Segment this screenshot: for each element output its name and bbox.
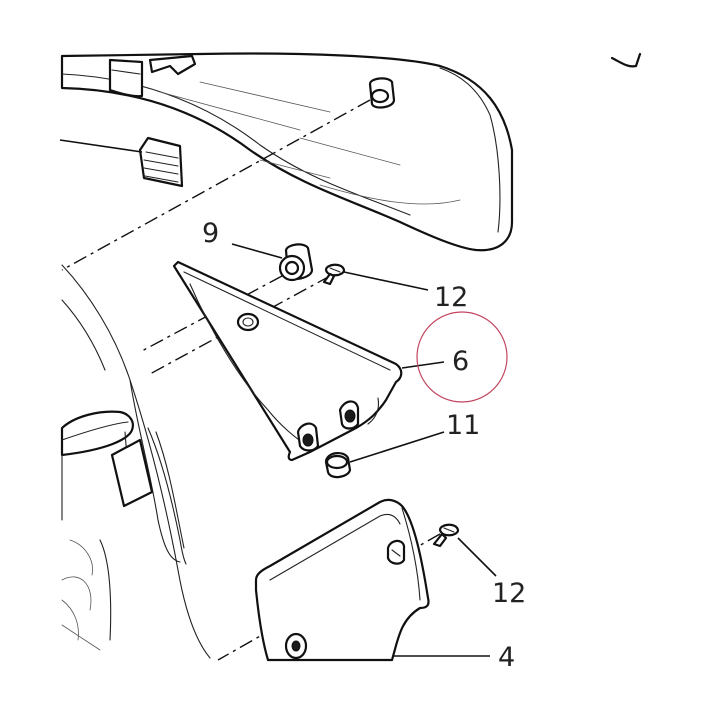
part-11-grommet — [324, 452, 352, 479]
highlight-circle — [416, 311, 508, 403]
callout-leaders — [231, 243, 497, 657]
reflector-leader-line — [59, 139, 143, 153]
leader-12-top — [343, 271, 429, 291]
callout-12-top: 12 — [434, 282, 468, 313]
callout-4: 4 — [498, 642, 515, 673]
main-body-shell — [60, 264, 211, 659]
callout-9: 9 — [202, 218, 219, 249]
leader-6 — [401, 361, 445, 369]
leader-12-bottom — [457, 537, 497, 577]
top-right-fragment — [610, 52, 642, 68]
part-4-lower-cover — [254, 498, 430, 662]
callout-6: 6 — [452, 346, 469, 377]
reflector-pad — [138, 136, 184, 188]
upper-fender-panel — [60, 52, 514, 252]
part-12-screw-bottom — [432, 523, 460, 548]
part-12-screw-top — [322, 263, 346, 286]
part-9-grommet — [278, 243, 314, 282]
callout-12-bottom: 12 — [492, 578, 526, 609]
leader-11 — [349, 431, 445, 463]
leader-9 — [231, 243, 283, 259]
callout-11: 11 — [446, 410, 480, 441]
part-6-side-panel — [172, 260, 403, 462]
upper-panel-grommet — [368, 77, 396, 109]
